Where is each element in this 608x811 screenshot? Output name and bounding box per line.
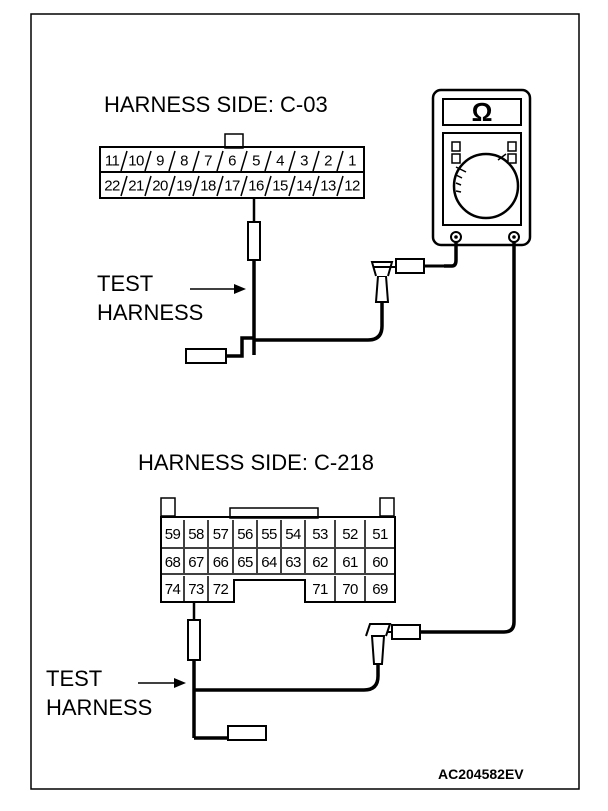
upper-test-label-line1: TEST (97, 271, 153, 296)
pin-divider (168, 175, 176, 197)
pin-label: 12 (344, 178, 360, 195)
pin-label: 10 (128, 153, 144, 170)
pin-label: 72 (213, 581, 229, 598)
pin-label: 5 (252, 153, 260, 170)
pin-label: 59 (165, 526, 181, 543)
pin-label: 68 (165, 554, 181, 571)
pin-label: 73 (188, 581, 204, 598)
ohmmeter: Ω (431, 88, 532, 247)
pin-label: 54 (285, 526, 301, 543)
pin-label: 69 (372, 581, 388, 598)
pin-label: 9 (156, 153, 164, 170)
pin-divider (144, 175, 152, 197)
pin-divider (168, 150, 176, 172)
pin-label: 64 (261, 554, 277, 571)
pin-label: 70 (342, 581, 358, 598)
upper-test-label-line2: HARNESS (97, 300, 203, 325)
pin-divider (312, 150, 320, 172)
pin-label: 22 (104, 178, 120, 195)
pin-divider (288, 175, 296, 197)
pin-divider (144, 150, 152, 172)
meter-lead-right (420, 242, 516, 634)
pin-label: 17 (224, 178, 240, 195)
lower-test-harness (187, 602, 380, 741)
lower-test-label-line2: HARNESS (46, 695, 152, 720)
pin-label: 66 (213, 554, 229, 571)
lower-alligator-clip (365, 623, 421, 665)
lower-test-label-line1: TEST (46, 666, 102, 691)
pin-label: 7 (204, 153, 212, 170)
pin-divider (264, 175, 272, 197)
c218-title: HARNESS SIDE: C-218 (138, 450, 374, 475)
pin-label: 56 (237, 526, 253, 543)
pin-label: 4 (276, 153, 284, 170)
c03-title: HARNESS SIDE: C-03 (104, 92, 328, 117)
pin-divider (120, 175, 128, 197)
pin-label: 3 (300, 153, 308, 170)
pin-divider (192, 175, 200, 197)
pin-label: 60 (372, 554, 388, 571)
upper-alligator-clip (370, 258, 444, 303)
pin-label: 52 (342, 526, 358, 543)
pin-divider (336, 175, 344, 197)
pin-label: 62 (312, 554, 328, 571)
meter-lead-left (444, 242, 458, 268)
connector-c218: 59 58 57 56 55 54 53 52 51 68 67 66 65 64 63 62 61 60 74… (160, 497, 396, 603)
lower-pointer-arrow (138, 678, 186, 688)
pin-divider (120, 150, 128, 172)
pin-label: 53 (312, 526, 328, 543)
pin-label: 21 (128, 178, 144, 195)
pin-label: 20 (152, 178, 168, 195)
diagram-frame (30, 13, 580, 790)
pin-label: 55 (261, 526, 277, 543)
upper-test-harness (185, 198, 384, 364)
pin-label: 19 (176, 178, 192, 195)
pin-label: 11 (105, 153, 120, 170)
pin-divider (288, 150, 296, 172)
pin-divider (192, 150, 200, 172)
pin-divider (240, 150, 248, 172)
pin-label: 18 (200, 178, 216, 195)
pin-label: 67 (188, 554, 204, 571)
pin-label: 14 (296, 178, 312, 195)
meter-dial (452, 152, 520, 220)
pin-label: 16 (248, 178, 264, 195)
pin-label: 61 (342, 554, 358, 571)
pin-divider (336, 150, 344, 172)
upper-pointer-arrow (190, 284, 246, 294)
pin-label: 71 (312, 581, 328, 598)
pin-label: 58 (188, 526, 204, 543)
ohm-icon: Ω (472, 97, 493, 127)
pin-label: 65 (237, 554, 253, 571)
pin-label: 6 (228, 153, 236, 170)
pin-label: 1 (348, 153, 356, 170)
pin-label: 8 (180, 153, 188, 170)
pin-divider (240, 175, 248, 197)
pin-divider (264, 150, 272, 172)
pin-divider (216, 175, 224, 197)
pin-label: 13 (320, 178, 336, 195)
pin-label: 51 (372, 526, 388, 543)
pin-label: 74 (165, 581, 181, 598)
pin-label: 2 (324, 153, 332, 170)
pin-label: 15 (272, 178, 288, 195)
pin-divider (312, 175, 320, 197)
pin-label: 57 (213, 526, 229, 543)
pin-divider (216, 150, 224, 172)
figure-code: AC204582EV (438, 766, 524, 782)
pin-label: 63 (285, 554, 301, 571)
